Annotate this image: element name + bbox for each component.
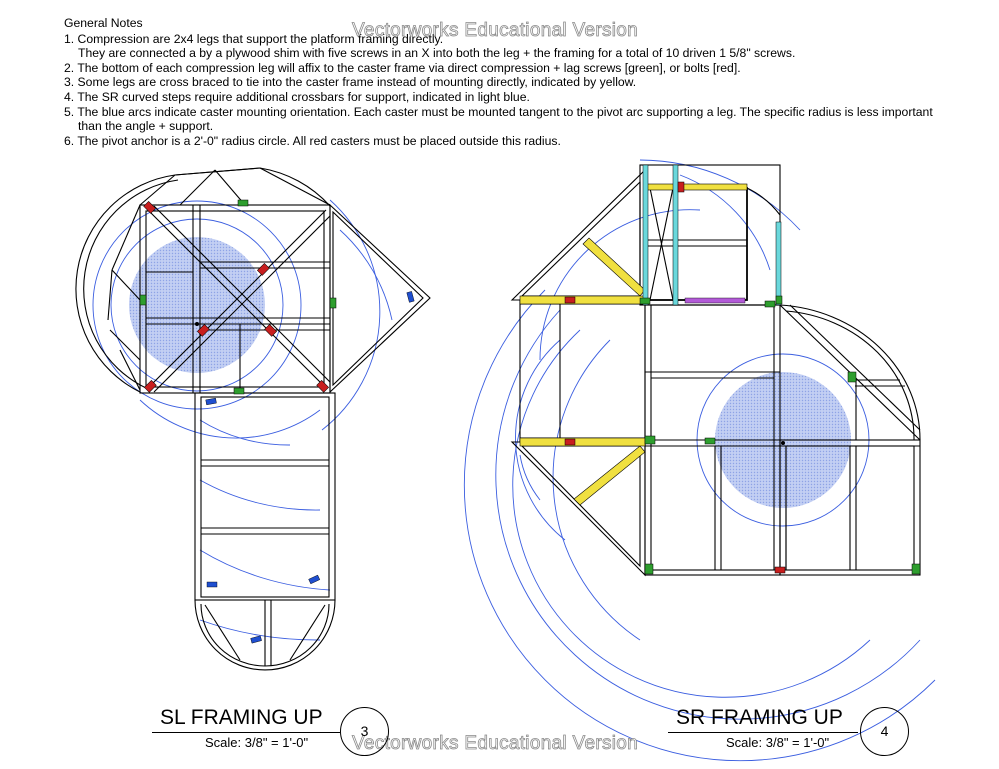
note-line-2: 2. The bottom of each compression leg wi…: [64, 60, 741, 75]
sl-title-line: [152, 732, 340, 733]
sr-cross-braces: [519, 183, 748, 506]
watermark-top: Vectorworks Educational Version: [352, 20, 639, 42]
sr-lag-screws: [639, 295, 921, 575]
sr-left-middle: [519, 299, 646, 443]
sr-purple-member: [684, 297, 746, 304]
sl-pivot-circle: [129, 237, 265, 373]
note-line-4: 4. The SR curved steps require additiona…: [64, 89, 530, 104]
sr-title-line: [668, 732, 858, 733]
sr-scale: Scale: 3/8" = 1'-0": [726, 735, 830, 750]
sr-main-square: [644, 304, 921, 576]
watermark-bottom: Vectorworks Educational Version: [352, 733, 639, 755]
sr-bolts: [564, 181, 786, 574]
note-line-3: 3. Some legs are cross braced to tie int…: [64, 75, 637, 90]
sl-framing-plan: [75, 167, 431, 671]
notes-header: General Notes: [64, 16, 143, 30]
note-line-5: 5. The blue arcs indicate caster mountin…: [64, 104, 933, 119]
sr-drawing-number: 4: [860, 707, 909, 756]
sr-framing-plan: [463, 159, 936, 762]
note-line-6: 6. The pivot anchor is a 2'-0" radius ci…: [64, 133, 561, 148]
sr-title: SR FRAMING UP: [676, 706, 843, 729]
sl-casters: [205, 291, 415, 644]
sl-bolts: [143, 200, 330, 393]
sl-title: SL FRAMING UP: [160, 706, 323, 729]
note-line-1-cont: They are connected a by a plywood shim w…: [78, 46, 796, 61]
sl-drawing-number: 3: [340, 707, 389, 756]
sr-crossbars: [642, 164, 782, 306]
note-line-1: 1. Compression are 2x4 legs that support…: [64, 31, 444, 46]
sl-curved-outline: [75, 167, 331, 393]
note-line-5-cont: than the angle + support.: [78, 119, 214, 134]
sl-lower-extension: [194, 392, 336, 671]
sr-pivot-anchor: [781, 441, 785, 445]
sr-caster-arcs: [463, 159, 936, 762]
sl-lag-screws: [139, 199, 337, 395]
sl-pivot-anchor: [195, 322, 199, 326]
sl-scale: Scale: 3/8" = 1'-0": [205, 735, 309, 750]
general-notes: General Notes 1. Compression are 2x4 leg…: [64, 16, 984, 148]
sl-caster-arcs: [92, 199, 393, 641]
